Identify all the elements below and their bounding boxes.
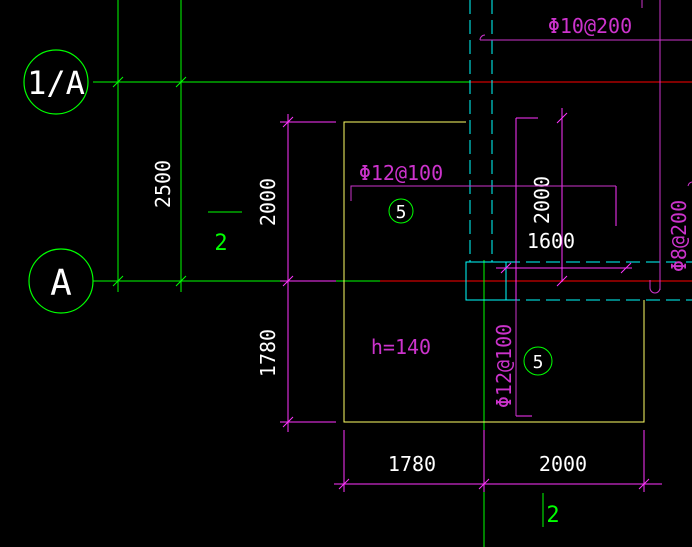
axis-label-1a: 1/A <box>27 64 85 102</box>
slab-thickness-label: h=140 <box>371 335 431 359</box>
axis-label-a: A <box>50 263 72 304</box>
rebar-top-label: Φ10@200 <box>548 14 632 38</box>
axis-lines <box>93 0 692 547</box>
slab-outline[interactable] <box>343 121 645 423</box>
slab-mark-upper-number: 5 <box>396 202 407 223</box>
dimension-left-span-text: 2500 <box>151 160 175 208</box>
rebar-slab-top-label: Φ12@100 <box>359 161 443 185</box>
rebar-right-vertical-label: Φ8@200 <box>667 200 691 272</box>
slab-mark-lower-number: 5 <box>533 352 544 373</box>
dimension-bottom-right-text: 2000 <box>539 452 587 476</box>
dimension-bottom <box>334 430 662 492</box>
rebar-top[interactable] <box>479 0 692 41</box>
dimension-left-span <box>112 0 187 292</box>
dimension-right-height-text: 2000 <box>530 176 554 224</box>
axis-bubble-a[interactable]: A <box>28 248 94 314</box>
rebar-slab-top[interactable] <box>350 185 616 201</box>
section-mark-bottom-number: 2 <box>546 503 559 528</box>
dimension-slab-height <box>280 114 336 432</box>
column[interactable] <box>465 0 692 301</box>
rebar-lower-vertical-label: Φ12@100 <box>492 324 516 408</box>
section-mark-left-number: 2 <box>214 231 227 256</box>
dimension-bottom-left-text: 1780 <box>388 452 436 476</box>
dimension-slab-lower-text: 1780 <box>256 329 280 377</box>
dimension-slab-upper-text: 2000 <box>256 178 280 226</box>
slab-mark-lower[interactable]: 5 <box>523 346 553 376</box>
axis-bubble-1a[interactable]: 1/A <box>23 49 89 115</box>
dimension-right-width-text: 1600 <box>527 229 575 253</box>
slab-mark-upper[interactable]: 5 <box>388 198 414 224</box>
